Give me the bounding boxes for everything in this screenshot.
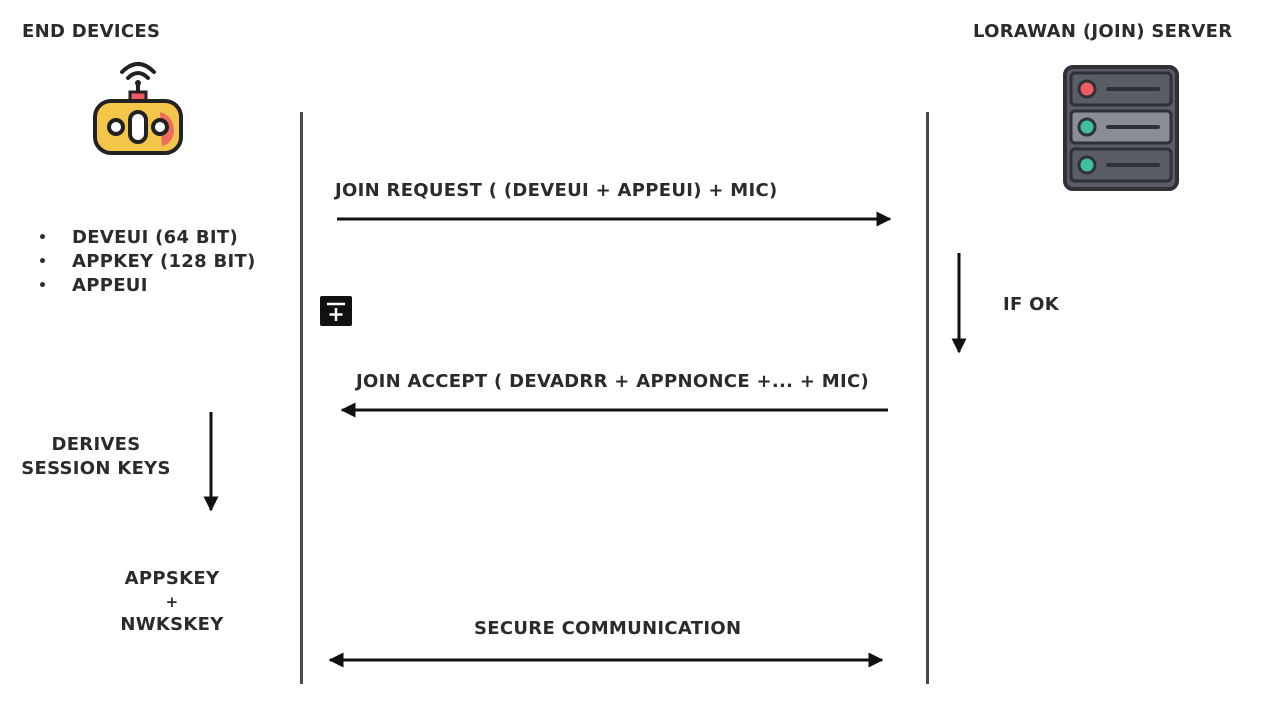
appskey-label: APPSKEY (124, 568, 220, 589)
keys-plus: + (165, 593, 179, 611)
device-lifeline (300, 112, 303, 684)
server-lifeline (926, 112, 929, 684)
insert-row-icon[interactable] (320, 296, 352, 326)
param-appeui: APPEUI (36, 274, 256, 298)
device-params-list: DEVEUI (64 BIT) APPKEY (128 BIT) APPEUI (36, 226, 256, 298)
iot-device-icon (93, 62, 183, 155)
end-devices-heading: END DEVICES (22, 21, 161, 42)
nwkskey-label: NWKSKEY (120, 614, 224, 635)
session-keys: APPSKEY + NWKSKEY (110, 567, 234, 637)
param-deveui: DEVEUI (64 BIT) (36, 226, 256, 250)
derives-session-keys: DERIVES SESSION KEYS (14, 433, 178, 481)
secure-communication-label: SECURE COMMUNICATION (474, 618, 742, 639)
join-accept-label: JOIN ACCEPT ( DEVADRR + APPNONCE +... + … (356, 371, 870, 392)
derives-line-1: DERIVES (51, 434, 141, 455)
param-appkey: APPKEY (128 BIT) (36, 250, 256, 274)
if-ok-label: IF OK (1003, 294, 1060, 315)
join-request-label: JOIN REQUEST ( (DEVEUI + APPEUI) + MIC) (335, 180, 778, 201)
server-icon (1063, 65, 1179, 191)
server-heading: LORAWAN (JOIN) SERVER (973, 21, 1233, 42)
derives-line-2: SESSION KEYS (21, 458, 171, 479)
